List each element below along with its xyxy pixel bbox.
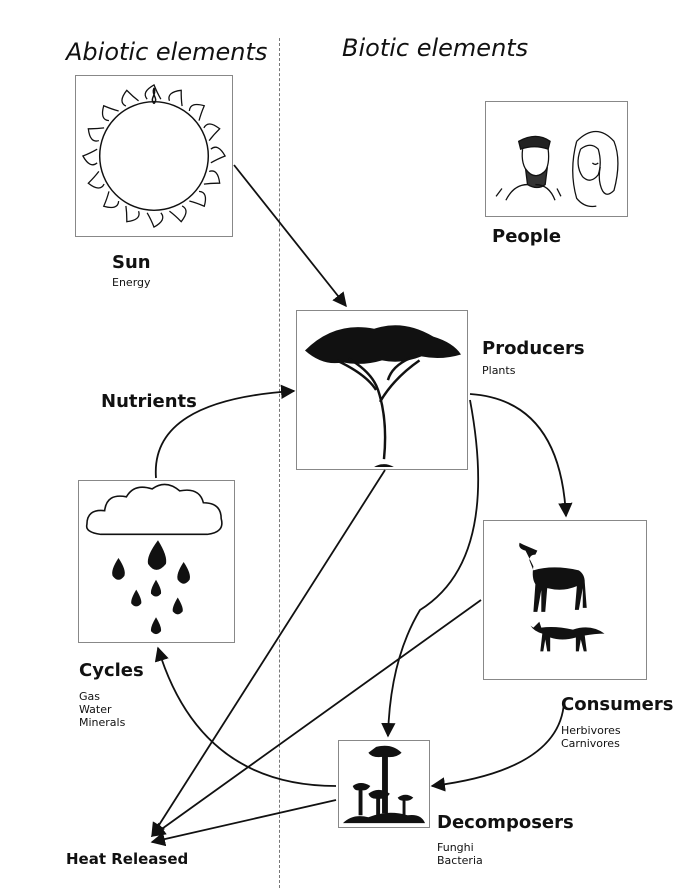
arrow-producers-to-heat	[152, 470, 385, 836]
arrow-producers-to-consumers	[470, 394, 566, 516]
arrow-producers-to-decomposers	[388, 400, 478, 736]
arrow-sun-to-producers	[234, 165, 346, 306]
arrow-cycles-to-producers	[156, 391, 294, 478]
arrow-decomposers-to-cycles	[158, 648, 336, 786]
arrow-decomposers-to-heat	[152, 800, 336, 842]
arrow-consumers-to-heat	[152, 600, 481, 836]
arrow-consumers-to-decomposers	[432, 702, 564, 786]
